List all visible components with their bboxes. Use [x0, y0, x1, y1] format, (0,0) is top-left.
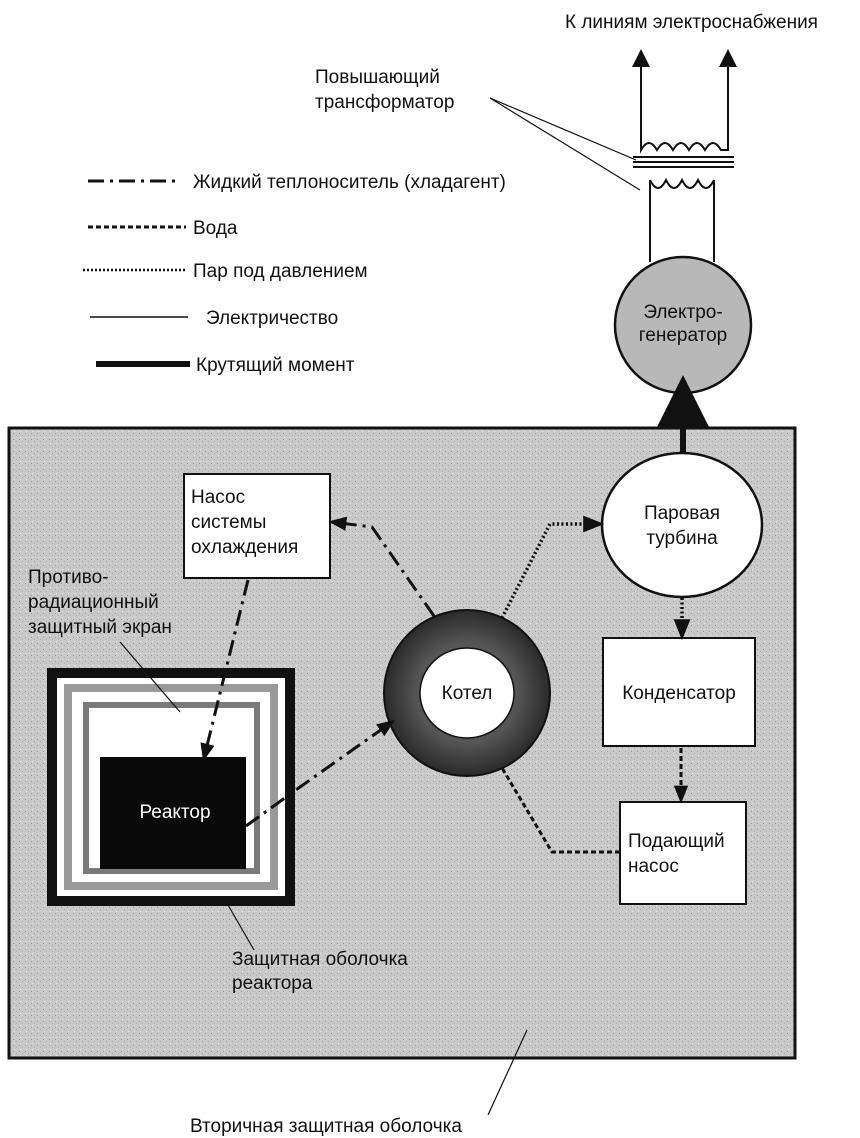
legend-label-electricity: Электричество — [206, 308, 338, 329]
shield-label-2: радиационный — [28, 592, 159, 613]
legend-label-coolant: Жидкий теплоноситель (хладагент) — [193, 172, 506, 193]
reactor-label: Реактор — [139, 802, 210, 823]
condenser-label: Конденсатор — [622, 683, 736, 704]
flow-water-pump-to-boiler — [500, 767, 620, 854]
shield-label-1: Противо- — [28, 567, 108, 588]
transformer-secondary-coil — [649, 177, 715, 189]
boiler-label: Котел — [442, 683, 493, 704]
feed-pump-label-2: насос — [628, 856, 679, 877]
transformer-label-2: трансформатор — [315, 92, 454, 113]
boiler — [419, 647, 515, 739]
turbine-label-2: турбина — [646, 528, 718, 549]
legend-label-water: Вода — [193, 218, 238, 239]
containment-label-2: реактора — [232, 973, 313, 994]
reactor — [100, 757, 246, 869]
containment-label-1: Защитная оболочка — [232, 949, 408, 970]
feed-pump — [619, 801, 747, 905]
shield-leader — [119, 641, 181, 713]
secondary-containment-leader — [487, 1029, 528, 1116]
legend-label-torque: Крутящий момент — [196, 355, 355, 376]
condenser — [602, 637, 756, 747]
generator-label-2: генератор — [639, 325, 727, 346]
transformer-primary-coil — [640, 140, 729, 154]
transformer-label-1: Повышающий — [315, 67, 440, 88]
shield-label-3: защитный экран — [28, 617, 172, 638]
steam-turbine — [600, 451, 764, 599]
containment-leader — [227, 904, 255, 951]
coolant-pump-label-3: охлаждения — [191, 537, 298, 558]
coolant-pump-label-2: системы — [191, 512, 266, 533]
legend-label-steam: Пар под давлением — [193, 261, 368, 282]
transformer-leader-1 — [489, 97, 637, 161]
coolant-pump — [183, 473, 331, 579]
coolant-pump-label-1: Насос — [191, 487, 245, 508]
turbine-label-1: Паровая — [644, 503, 720, 524]
power-lines-label: К линиям электроснабжения — [565, 12, 818, 33]
transformer-leader-2 — [489, 97, 641, 191]
flow-coolant-boiler-to-pump — [328, 516, 436, 617]
generator-label-1: Электро- — [643, 302, 722, 323]
flow-coolant-reactor-to-boiler — [245, 719, 395, 828]
secondary-containment-label: Вторичная защитная оболочка — [190, 1116, 462, 1137]
legend: Жидкий теплоноситель (хладагент) Вода Па… — [83, 172, 506, 376]
feed-pump-label-1: Подающий — [628, 831, 725, 852]
step-up-transformer — [633, 140, 734, 262]
